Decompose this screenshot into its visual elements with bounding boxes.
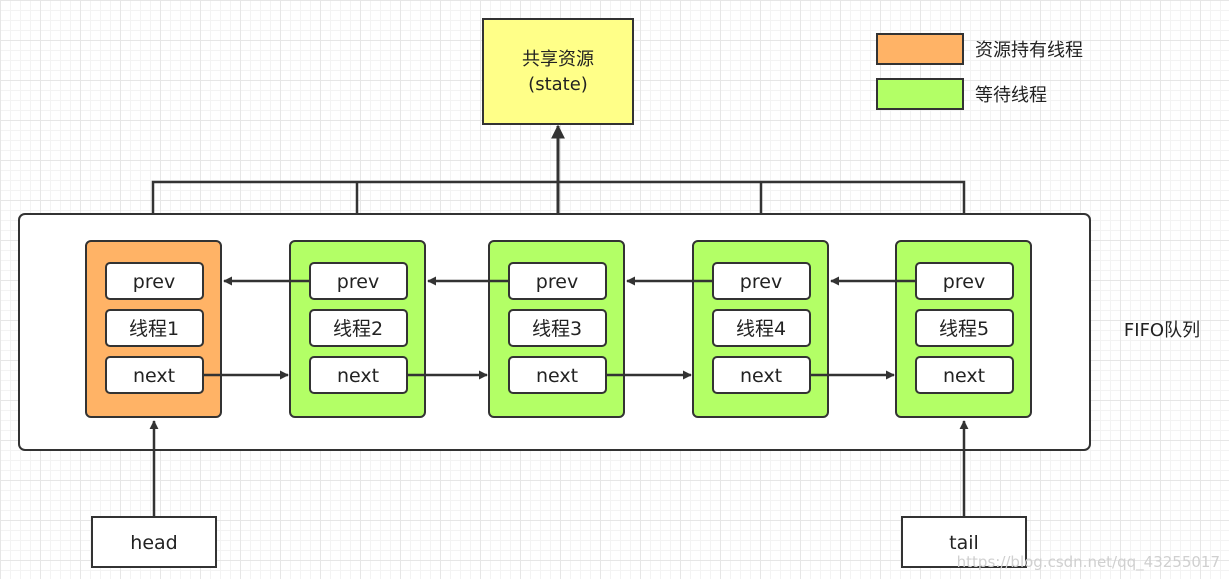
- node-thread-field-label: 线程3: [532, 318, 582, 340]
- node-thread-field-label: 线程2: [333, 318, 383, 340]
- node-thread-field-label: 线程1: [129, 318, 179, 340]
- legend: 资源持有线程 等待线程: [876, 33, 1083, 110]
- head-box: [91, 516, 217, 568]
- node-thread-field: [915, 309, 1014, 347]
- queue-node: prev 线程1 next: [85, 240, 222, 418]
- node-prev-field-label: prev: [740, 271, 782, 293]
- node-next-field-label: next: [536, 365, 578, 387]
- node-prev-field-label: prev: [943, 271, 985, 293]
- node-next-field-label: next: [740, 365, 782, 387]
- node-next-field-label: next: [133, 365, 175, 387]
- head-label: head: [130, 532, 177, 554]
- queue-node: prev 线程2 next: [289, 240, 426, 418]
- queue-node: prev 线程4 next: [692, 240, 829, 418]
- node-next-field-label: next: [943, 365, 985, 387]
- watermark: https://blog.csdn.net/qq_43255017: [957, 553, 1220, 572]
- node-prev-field-label: prev: [337, 271, 379, 293]
- legend-label-waiting: 等待线程: [975, 85, 1047, 106]
- queue-node: prev 线程5 next: [895, 240, 1032, 418]
- tail-box: [901, 516, 1027, 568]
- shared-resource-box: 共享资源 (state): [482, 18, 634, 125]
- node-prev-field-label: prev: [536, 271, 578, 293]
- node-next-field: [915, 356, 1014, 394]
- shared-resource-state: (state): [528, 74, 588, 95]
- queue-nodes: prev 线程1 next prev 线程2 next prev 线程3 next prev 线程4…: [85, 240, 1032, 418]
- head-pointer: head: [91, 420, 217, 568]
- tail-label: tail: [949, 532, 979, 554]
- node-thread-field: [105, 309, 204, 347]
- node-thread-field-label: 线程4: [736, 318, 786, 340]
- node-prev-field-label: prev: [133, 271, 175, 293]
- node-thread-field-label: 线程5: [939, 318, 989, 340]
- node-prev-field: [105, 262, 204, 300]
- legend-label-holding: 资源持有线程: [975, 40, 1083, 61]
- shared-resource-title: 共享资源: [522, 49, 594, 70]
- legend-swatch-waiting: [876, 78, 964, 110]
- node-thread-field: [712, 309, 811, 347]
- fifo-queue-label: FIFO队列: [1124, 320, 1200, 341]
- node-thread-field: [508, 309, 607, 347]
- queue-node: prev 线程3 next: [488, 240, 625, 418]
- tail-pointer: tail: [901, 420, 1027, 568]
- node-next-field-label: next: [337, 365, 379, 387]
- node-thread-field: [309, 309, 408, 347]
- legend-swatch-holding: [876, 33, 964, 65]
